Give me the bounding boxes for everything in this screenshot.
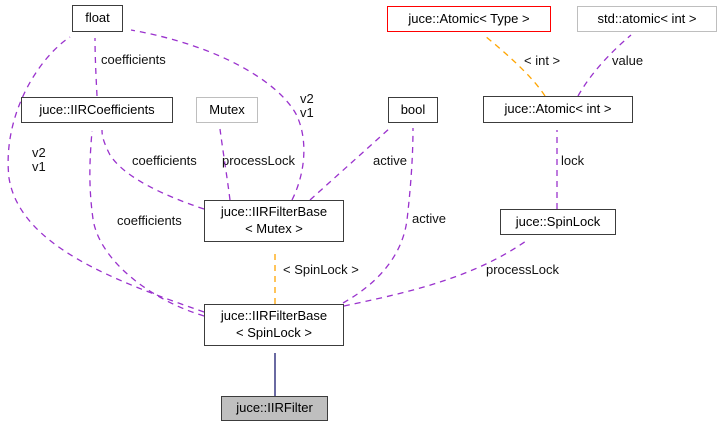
node-mutex: Mutex [196,97,258,123]
node-atomic-int[interactable]: juce::Atomic< int > [483,96,633,123]
node-atomic-type[interactable]: juce::Atomic< Type > [387,6,551,32]
edge-filterbase-spinlock-to-iircoefficients [89,130,205,317]
node-label: bool [400,101,426,117]
edge-filterbase-spinlock-to-float [7,36,205,313]
node-label-line1: juce::IIRFilterBase [220,308,328,324]
edge-filterbase-mutex-to-float [130,29,305,201]
edge-iircoefficients-to-float [94,37,98,97]
node-std-atomic-int: std::atomic< int > [577,6,717,32]
edge-filterbase-mutex-to-bool [309,127,391,201]
node-iircoefficients[interactable]: juce::IIRCoefficients [21,97,173,123]
edge-filterbase-spinlock-to-bool [342,127,414,304]
node-label-line2: < Mutex > [245,221,303,236]
node-label-line2: < SpinLock > [236,325,312,340]
edge-filterbase-mutex-to-iircoefficients [101,129,205,210]
node-bool[interactable]: bool [388,97,438,123]
node-label: float [85,10,110,26]
node-float[interactable]: float [72,5,123,32]
node-label: juce::IIRFilter [236,400,313,416]
edge-atomic-int-to-std-atomic-int [577,34,632,97]
node-label: juce::IIRCoefficients [39,101,155,117]
node-label: std::atomic< int > [597,10,697,26]
node-label: Mutex [209,101,245,117]
node-spinlock[interactable]: juce::SpinLock [500,209,616,235]
edge-atomic-int-to-atomic-type [484,35,546,97]
node-label: juce::Atomic< int > [504,101,612,117]
node-label: juce::Atomic< Type > [408,10,530,26]
node-filterbase-mutex[interactable]: juce::IIRFilterBase < Mutex > [204,200,344,242]
node-filterbase-spinlock[interactable]: juce::IIRFilterBase < SpinLock > [204,304,344,346]
node-label-line1: juce::IIRFilterBase [220,204,328,220]
edge-filterbase-spinlock-to-spinlock [343,240,527,307]
edge-filterbase-mutex-to-mutex [219,128,231,201]
node-label: juce::SpinLock [515,213,601,229]
node-iirfilter-selected: juce::IIRFilter [221,396,328,421]
